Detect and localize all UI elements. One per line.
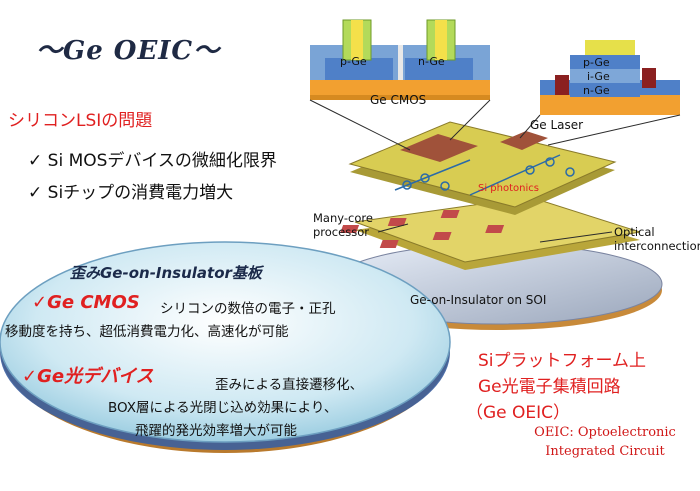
footnote-line-2: Integrated Circuit: [545, 444, 665, 459]
platform-line-2: Ge光電子集積回路: [478, 377, 621, 397]
laser-ige-label: i-Ge: [587, 70, 610, 83]
many-core-label: Many-core processor: [313, 211, 373, 239]
cmos-pge-label: p-Ge: [340, 55, 367, 68]
ge-cmos-heading: ✓Ge CMOS: [32, 292, 140, 313]
platform-line-3: （Ge OEIC）: [466, 403, 571, 423]
page-title: ～Ge OEIC～: [36, 36, 221, 66]
processor-chip: [340, 196, 641, 270]
platform-line-1: Siプラットフォーム上: [478, 351, 647, 371]
ge-opto-desc-3: 飛躍的発光効率増大が可能: [135, 423, 297, 439]
ge-opto-desc-1: 歪みによる直接遷移化、: [215, 377, 364, 393]
problem-heading: シリコンLSIの問題: [8, 111, 153, 131]
geoi-soi-label: Ge-on-Insulator on SOI: [410, 293, 547, 307]
ge-laser-structure: [540, 40, 680, 115]
ge-opto-heading: ✓Ge光デバイス: [22, 366, 154, 387]
ge-cmos-desc-2: 移動度を持ち、超低消費電力化、高速化が可能: [5, 324, 289, 340]
ge-laser-label: Ge Laser: [530, 118, 584, 132]
ge-cmos-desc-1: シリコンの数倍の電子・正孔: [160, 301, 336, 317]
footnote-line-1: OEIC: Optoelectronic: [534, 425, 676, 440]
problem-item-1: ✓ Si MOSデバイスの微細化限界: [28, 151, 277, 171]
problem-item-2: ✓ Siチップの消費電力増大: [28, 183, 234, 203]
ge-opto-desc-2: BOX層による光閉じ込め効果により、: [108, 400, 338, 416]
photonics-chip: [348, 121, 617, 215]
laser-nge-label: n-Ge: [583, 84, 610, 97]
ge-cmos-structure: [310, 19, 490, 100]
si-photonics-label: Si photonics: [478, 183, 539, 194]
goi-substrate-disc: [0, 241, 451, 453]
cmos-nge-label: n-Ge: [418, 55, 445, 68]
disc-title: 歪みGe-on-Insulator基板: [70, 264, 262, 282]
ge-cmos-label: Ge CMOS: [370, 93, 427, 107]
laser-pge-label: p-Ge: [583, 56, 610, 69]
optical-interconnection-label: Optical interconnection: [614, 225, 700, 253]
